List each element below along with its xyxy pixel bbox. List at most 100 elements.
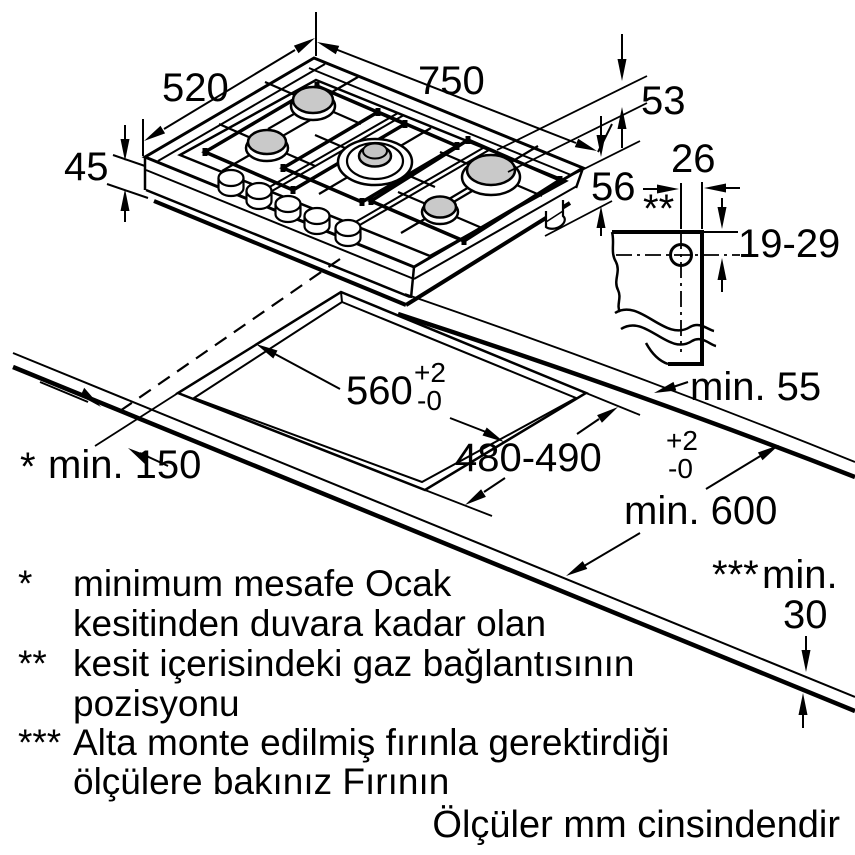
hob-rim-lip-rear-right xyxy=(308,67,572,176)
profile-cut-edge xyxy=(610,231,622,313)
wall-edge-thick xyxy=(397,311,855,480)
units-note: Ölçüler mm cinsindendir xyxy=(432,804,840,846)
arrow-520-top xyxy=(293,38,315,54)
cutout-ext-right-rear xyxy=(585,392,641,416)
arrow-min30-down xyxy=(801,650,811,672)
profile-break-line-2 xyxy=(620,324,717,348)
label-560-minus: -0 xyxy=(417,385,442,416)
tray-divider-left xyxy=(265,112,405,192)
footnote-1-marker: * xyxy=(18,563,32,604)
dimension-750: 750 xyxy=(315,12,613,153)
control-knobs xyxy=(217,168,362,248)
arrow-min150-left xyxy=(80,387,101,407)
dimension-53: 53 xyxy=(496,34,686,173)
footnote-1-line-1: minimum mesafe Ocak xyxy=(73,563,452,604)
arrow-1929-down xyxy=(717,207,727,229)
dimline-520 xyxy=(163,49,296,130)
shaft-min150-left xyxy=(39,381,89,403)
arrow-min150-right xyxy=(128,448,149,465)
label-gas-ref: ** xyxy=(643,187,674,231)
hob-body-skirt xyxy=(143,157,585,307)
dimension-min150: * min. 150 xyxy=(20,381,201,489)
label-560: 560 xyxy=(346,369,413,413)
arrow-min600-upper xyxy=(757,445,779,461)
witness-53-top xyxy=(496,75,648,151)
label-56: 56 xyxy=(591,165,636,209)
wall-edge-thin xyxy=(404,293,855,463)
arrow-45-down xyxy=(120,139,130,161)
dimension-56: 56 xyxy=(544,116,641,237)
label-480-plus: +2 xyxy=(666,425,698,456)
label-26: 26 xyxy=(671,137,716,181)
cutout-ext-left xyxy=(94,392,179,447)
footnote-3-line-2: ölçülere bakınız Fırının xyxy=(73,761,449,802)
label-min30-value: 30 xyxy=(783,593,828,637)
profile-outline xyxy=(612,230,704,366)
burner-front-left xyxy=(244,128,290,163)
dimension-480-490: 480-490 +2 -0 xyxy=(455,407,698,505)
label-min55: min. 55 xyxy=(690,365,821,409)
label-560-plus: +2 xyxy=(414,357,446,388)
gas-pipe-band xyxy=(545,210,564,223)
cutout-corner-tick xyxy=(340,291,343,303)
dimension-min30: *** min. 30 xyxy=(712,553,838,728)
hob-isometric xyxy=(141,56,587,307)
burner-front-right xyxy=(420,195,460,226)
profile-stub-edge xyxy=(644,342,669,366)
arrow-min55 xyxy=(654,381,677,393)
profile-break-line-1 xyxy=(614,308,715,333)
shaft-min600-lower xyxy=(583,532,641,567)
side-wall-dashed-line xyxy=(119,258,341,412)
arrow-26-right xyxy=(657,184,679,194)
arrow-min30-up xyxy=(798,693,808,715)
dimension-45: 45 xyxy=(64,125,149,222)
arrow-750-left xyxy=(317,42,340,55)
arrow-480-upper xyxy=(597,407,618,423)
witness-53-bottom xyxy=(507,102,648,173)
label-53: 53 xyxy=(641,79,686,123)
shaft-min55 xyxy=(672,381,689,388)
burner-center-wok xyxy=(336,137,414,187)
arrow-56-down xyxy=(596,135,606,157)
worktop-front-bottom-edge xyxy=(12,364,855,714)
worktop xyxy=(12,258,855,714)
dimension-560: 560 +2 -0 xyxy=(256,344,504,442)
shaft-560-upper xyxy=(274,353,341,390)
knob-1 xyxy=(217,168,245,198)
footnote-3-marker: *** xyxy=(18,722,61,763)
arrow-56-up xyxy=(596,206,606,228)
arrow-min600-lower xyxy=(566,561,588,576)
gas-connection-detail xyxy=(610,230,740,366)
burner-rear-right xyxy=(460,153,522,197)
witness-45-bottom xyxy=(106,183,149,199)
footnote-1-line-2: kesitinden duvara kadar olan xyxy=(73,603,546,644)
arrow-560-lower xyxy=(482,427,504,442)
knob-4 xyxy=(303,206,331,236)
label-750: 750 xyxy=(418,59,485,103)
cutout-inner-rim xyxy=(191,300,579,484)
footnote-2-line-1: kesit içerisindeki gaz bağlantısının xyxy=(73,643,634,684)
shaft-min600-upper xyxy=(705,454,763,490)
label-min150-marker: * xyxy=(20,445,36,489)
knob-5 xyxy=(334,218,362,248)
footnote-2-line-2: pozisyonu xyxy=(73,683,240,724)
footnote-3-line-1: Alta monte edilmiş fırınla gerektirdiği xyxy=(73,722,669,763)
dimension-min55: min. 55 xyxy=(654,365,821,409)
hob-rim-lip-rear-left xyxy=(157,63,326,162)
arrow-45-up xyxy=(120,189,130,211)
footnotes: * minimum mesafe Ocak kesitinden duvara … xyxy=(18,563,840,846)
burner-rear-left xyxy=(289,85,337,122)
label-480-490: 480-490 xyxy=(455,436,602,480)
label-45: 45 xyxy=(64,145,109,189)
arrow-520-bottom xyxy=(144,125,166,141)
arrow-560-upper xyxy=(256,344,278,359)
arrow-480-lower xyxy=(465,489,486,505)
shaft-480-upper xyxy=(576,418,600,435)
arrow-53-down xyxy=(617,59,627,81)
label-min30-marker: *** xyxy=(712,553,759,597)
label-min30-min: min. xyxy=(762,553,838,597)
dimension-19-29: 19-29 xyxy=(704,198,840,292)
label-520: 520 xyxy=(162,66,229,110)
